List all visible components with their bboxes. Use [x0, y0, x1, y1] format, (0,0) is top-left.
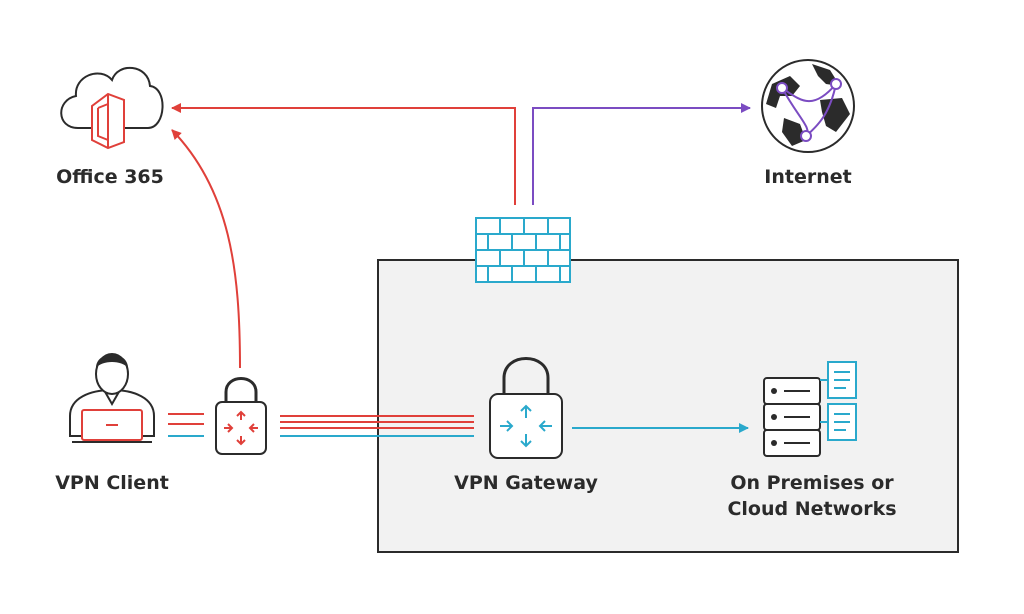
brick-firewall-icon	[475, 217, 571, 283]
gateway-padlock-router-icon	[489, 357, 563, 459]
office-traffic-line	[171, 103, 516, 205]
direct-office-traffic-line	[171, 129, 241, 369]
client-padlock-router-icon	[215, 377, 267, 455]
internet-label: Internet	[764, 166, 852, 188]
office-365-cloud-icon	[60, 66, 164, 150]
globe-icon	[761, 59, 855, 153]
on-premises-line-1: On Premises or	[730, 472, 894, 494]
vpn-gateway-label: VPN Gateway	[454, 472, 598, 494]
on-premises-label: On Premises or Cloud Networks	[712, 470, 912, 522]
internet-traffic-line	[532, 103, 751, 205]
on-premises-line-2: Cloud Networks	[727, 498, 897, 520]
vpn-client-label: VPN Client	[55, 472, 169, 494]
server-rack-icon	[763, 361, 857, 457]
office-365-label: Office 365	[56, 166, 164, 188]
vpn-tunnel-lines	[280, 415, 474, 437]
user-laptop-icon	[69, 353, 155, 443]
client-tunnel-lines	[168, 413, 204, 437]
corporate-network-box	[377, 259, 959, 553]
